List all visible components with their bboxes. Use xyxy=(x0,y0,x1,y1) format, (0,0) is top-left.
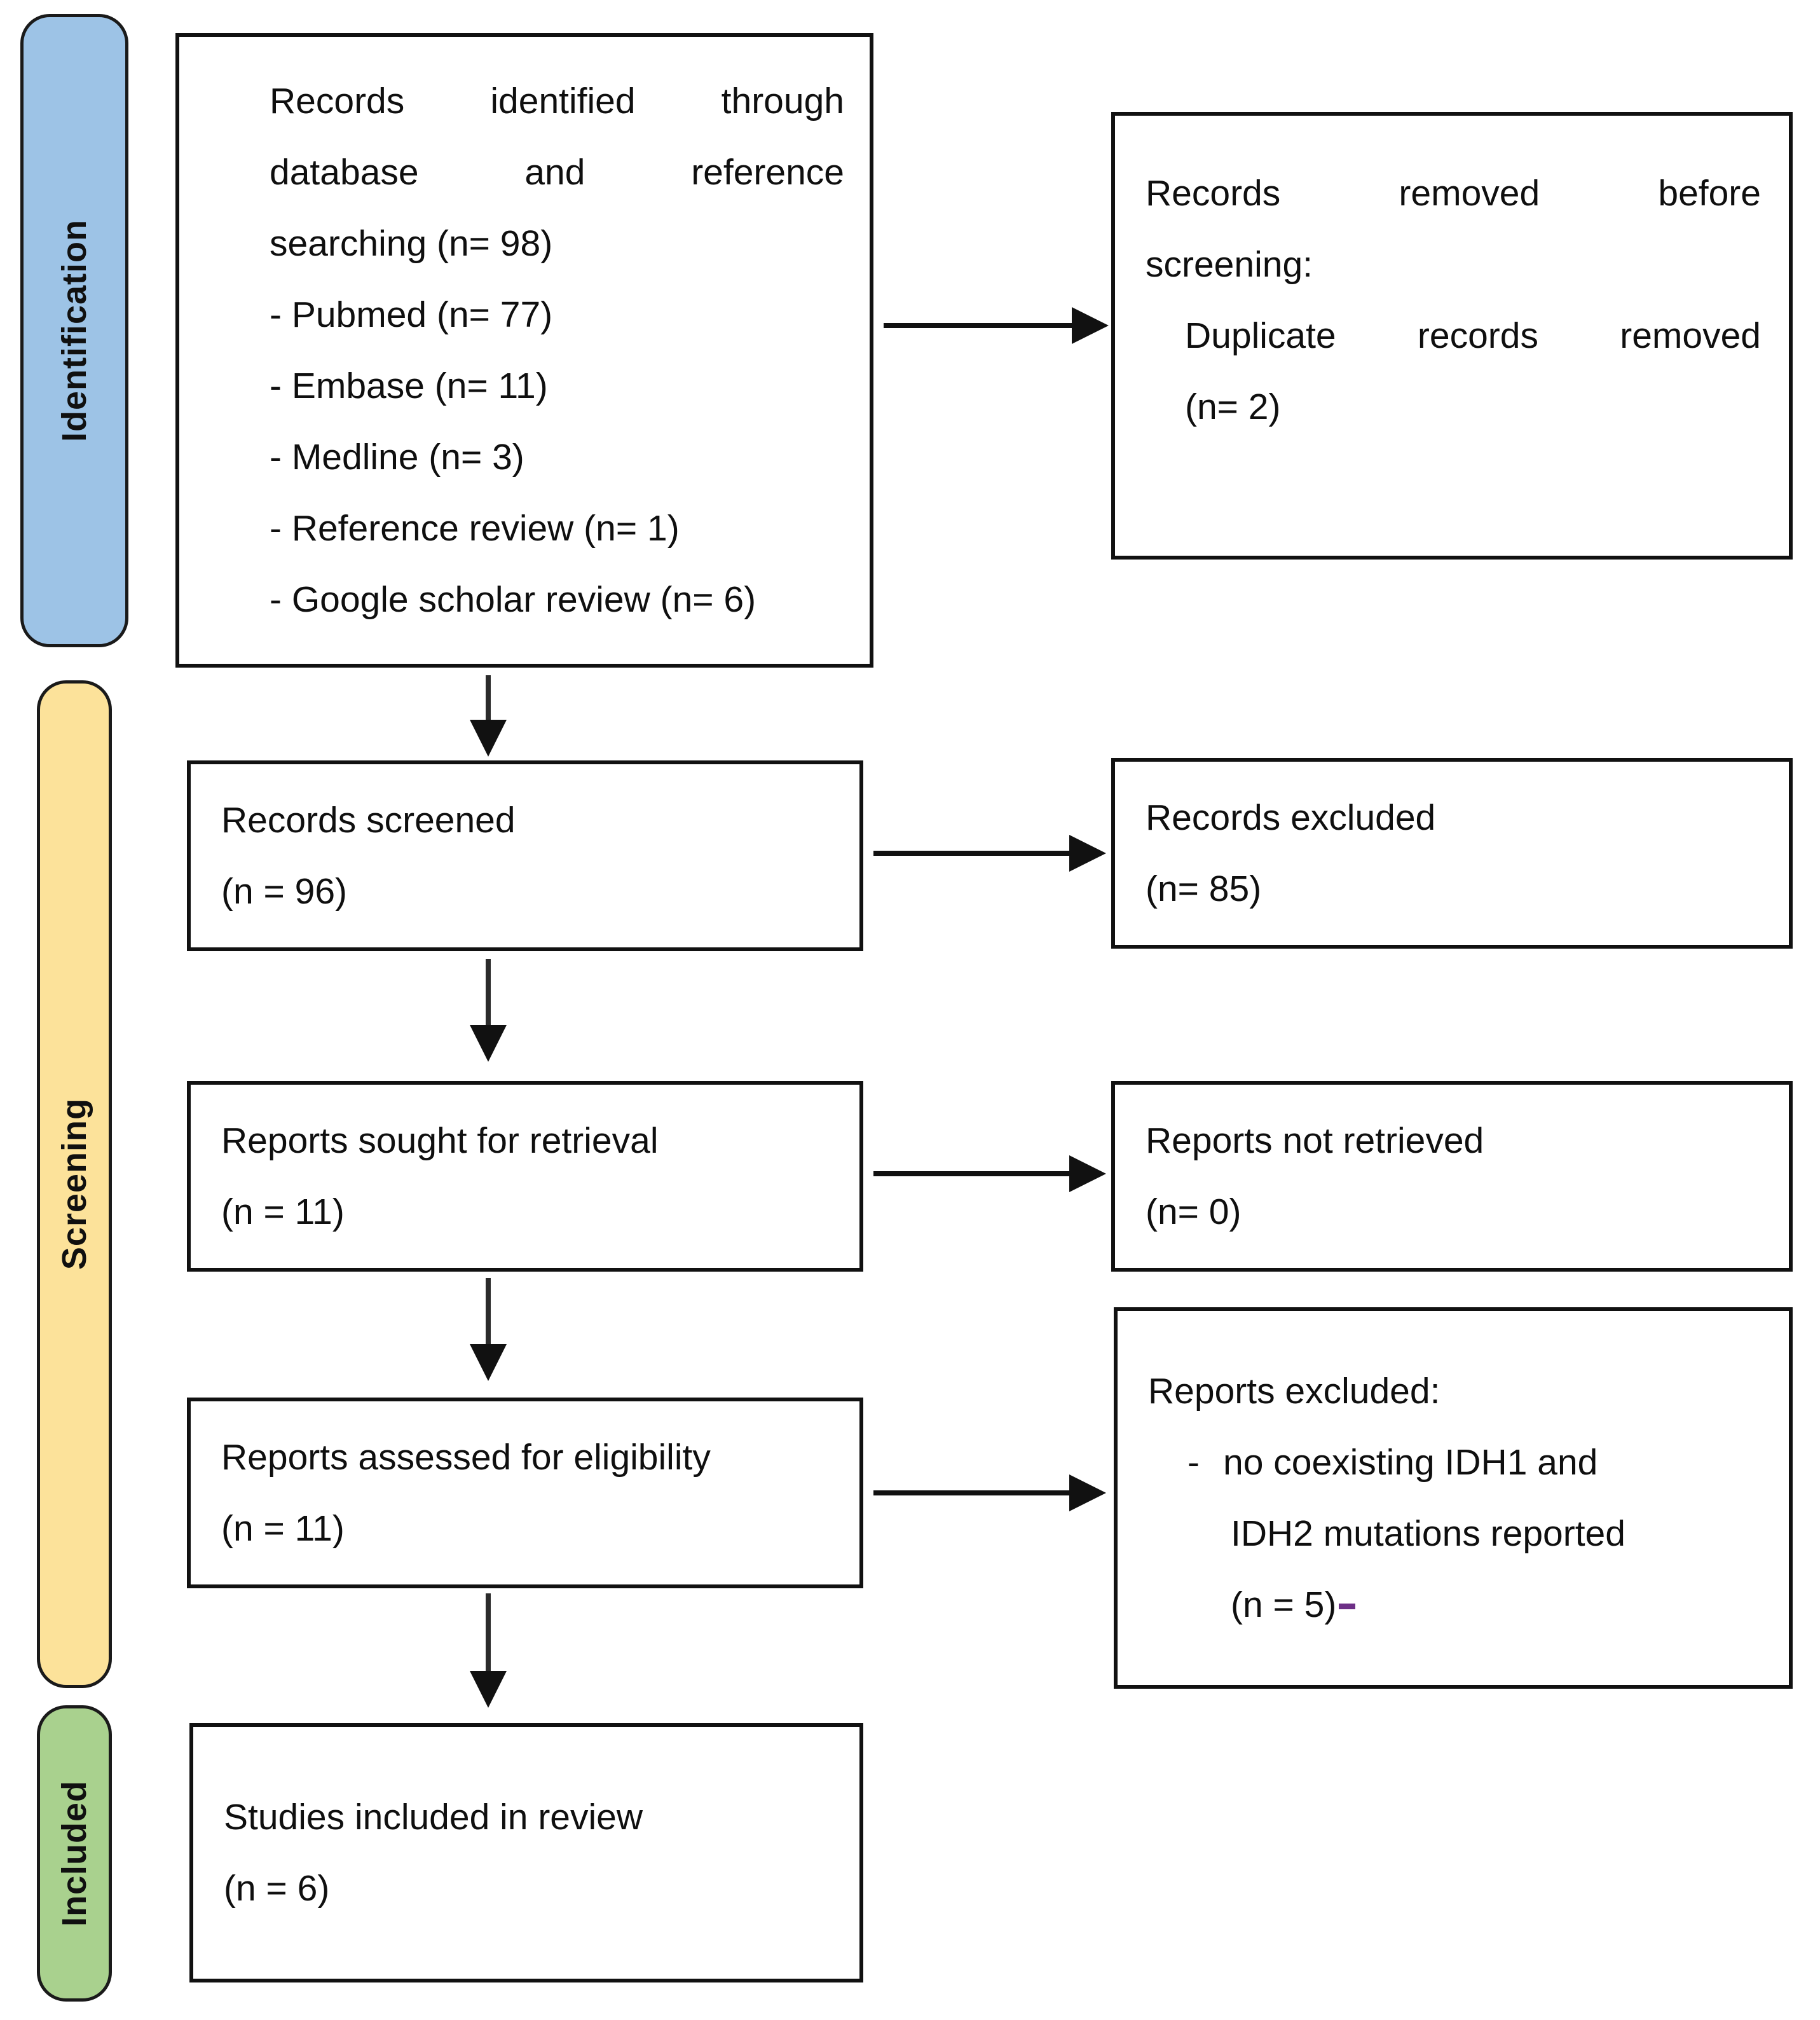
stray-mark-icon xyxy=(1339,1604,1356,1609)
box-records-removed-before-screening: Records removed before screening: Duplic… xyxy=(1111,112,1793,560)
records-identified-source-medline: - Medline (n= 3) xyxy=(270,437,524,478)
reports-not-retrieved-count: (n= 0) xyxy=(1146,1192,1242,1232)
reports-excluded-bullet-mark: - xyxy=(1187,1442,1200,1483)
reports-assessed-title: Reports assessed for eligibility xyxy=(221,1437,711,1478)
records-removed-line-2: screening: xyxy=(1146,244,1313,285)
records-screened-count: (n = 96) xyxy=(221,871,348,912)
records-identified-line-1: Records identified through xyxy=(270,81,844,121)
reports-assessed-count: (n = 11) xyxy=(221,1508,345,1549)
records-removed-line-1: Records removed before xyxy=(1146,173,1761,214)
records-identified-source-google-scholar: - Google scholar review (n= 6) xyxy=(270,579,756,620)
stage-label-identification: Identification xyxy=(55,219,93,442)
reports-excluded-reason-line-2: IDH2 mutations reported xyxy=(1231,1513,1625,1554)
stage-label-screening: Screening xyxy=(55,1098,93,1270)
reports-not-retrieved-title: Reports not retrieved xyxy=(1146,1120,1484,1161)
stage-bar-included: Included xyxy=(37,1705,112,2002)
stage-label-included: Included xyxy=(55,1780,93,1927)
stage-bar-identification: Identification xyxy=(20,14,128,647)
reports-excluded-reason-line-1: no coexisting IDH1 and xyxy=(1223,1442,1598,1483)
records-excluded-count: (n= 85) xyxy=(1146,869,1262,909)
box-records-identified: Records identified through database and … xyxy=(175,33,873,668)
reports-sought-count: (n = 11) xyxy=(221,1192,345,1232)
reports-excluded-title: Reports excluded: xyxy=(1148,1371,1440,1412)
records-identified-line-2: database and reference xyxy=(270,152,844,193)
reports-sought-title: Reports sought for retrieval xyxy=(221,1120,659,1161)
records-identified-source-pubmed: - Pubmed (n= 77) xyxy=(270,294,553,335)
records-excluded-title: Records excluded xyxy=(1146,797,1436,838)
reports-excluded-reason-count: (n = 5) xyxy=(1231,1584,1337,1625)
studies-included-title: Studies included in review xyxy=(224,1797,643,1838)
box-records-screened: Records screened (n = 96) xyxy=(187,760,863,951)
reports-excluded-reason-row: - no coexisting IDH1 and xyxy=(1148,1427,1763,1498)
box-studies-included-in-review: Studies included in review (n = 6) xyxy=(189,1723,863,1982)
box-reports-not-retrieved: Reports not retrieved (n= 0) xyxy=(1111,1081,1793,1272)
records-removed-line-3: Duplicate records removed xyxy=(1185,315,1761,356)
records-identified-source-reference-review: - Reference review (n= 1) xyxy=(270,508,680,549)
records-screened-title: Records screened xyxy=(221,800,516,841)
box-reports-sought-for-retrieval: Reports sought for retrieval (n = 11) xyxy=(187,1081,863,1272)
box-reports-assessed-for-eligibility: Reports assessed for eligibility (n = 11… xyxy=(187,1398,863,1588)
reports-excluded-reason-count-row: (n = 5) xyxy=(1148,1569,1763,1640)
records-identified-source-embase: - Embase (n= 11) xyxy=(270,366,548,406)
records-identified-line-3: searching (n= 98) xyxy=(270,223,553,264)
studies-included-count: (n = 6) xyxy=(224,1868,330,1909)
records-removed-line-4: (n= 2) xyxy=(1185,387,1281,427)
stage-bar-screening: Screening xyxy=(37,680,112,1688)
box-reports-excluded: Reports excluded: - no coexisting IDH1 a… xyxy=(1114,1307,1793,1689)
box-records-excluded: Records excluded (n= 85) xyxy=(1111,758,1793,949)
